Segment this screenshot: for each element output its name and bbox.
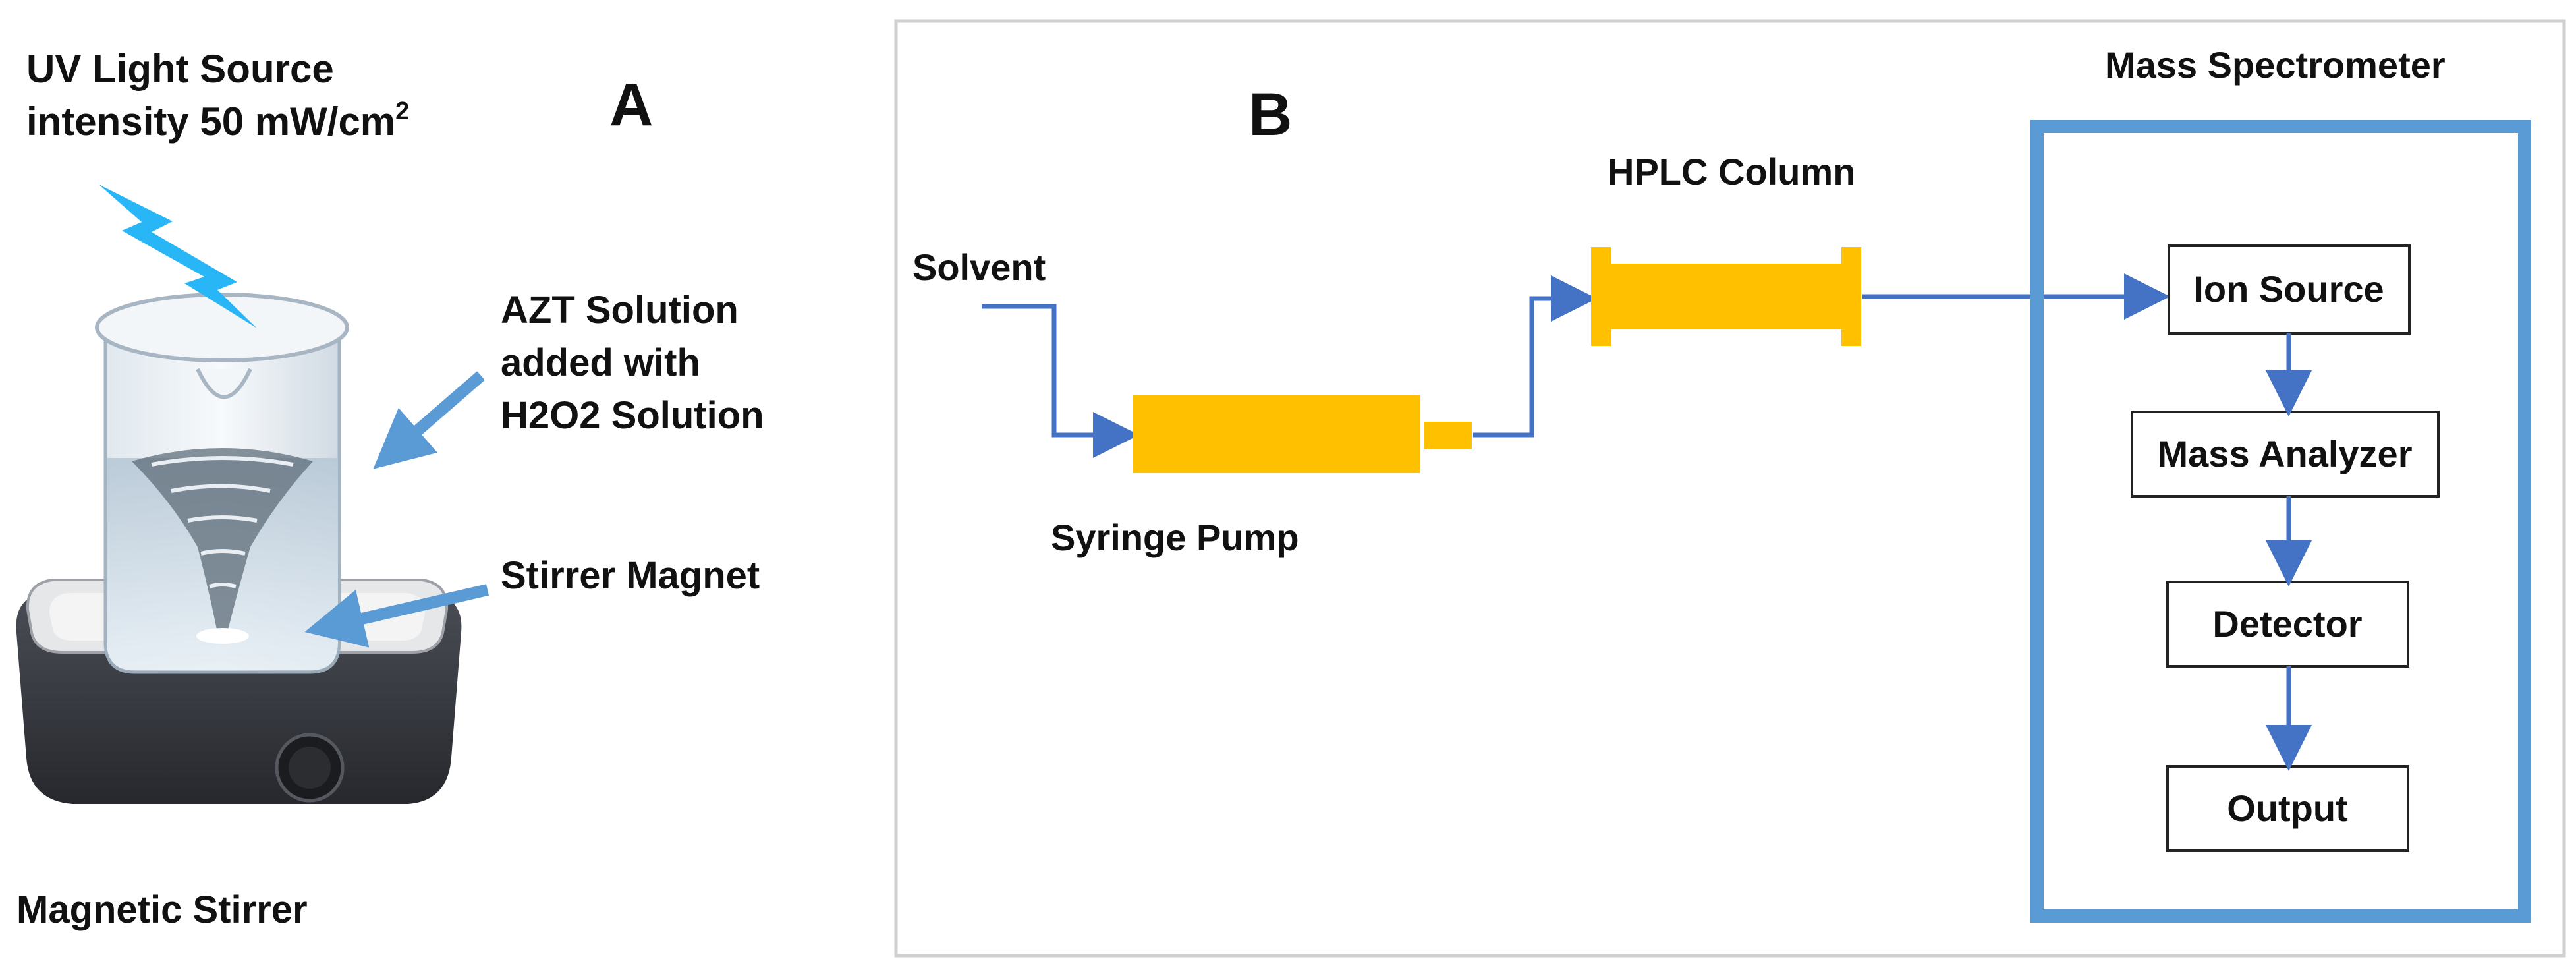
ion-source-box bbox=[2168, 244, 2411, 335]
azt-label-line3: H2O2 Solution bbox=[501, 394, 764, 437]
panel-a: UV Light Source intensity 50 mW/cm2 A AZ… bbox=[16, 47, 764, 931]
pump-to-column-arrow bbox=[1473, 275, 1597, 438]
hplc-column-cap-right bbox=[1841, 247, 1861, 346]
hplc-column bbox=[1611, 264, 1841, 329]
output-box bbox=[2166, 765, 2409, 852]
panel-b-frame bbox=[894, 19, 2566, 958]
detector-label: Detector bbox=[2212, 603, 2362, 644]
mass-spectrometer-title: Mass Spectrometer bbox=[2105, 44, 2446, 86]
magnetic-stirrer-label: Magnetic Stirrer bbox=[16, 888, 308, 931]
ion-source-label: Ion Source bbox=[2193, 268, 2384, 310]
lightning-icon bbox=[99, 185, 257, 328]
azt-arrow bbox=[373, 371, 485, 469]
beaker-illustration bbox=[95, 293, 349, 674]
magnet-arrow bbox=[304, 584, 490, 648]
stirrer-bar-icon bbox=[196, 628, 249, 644]
azt-label-line2: added with bbox=[501, 341, 700, 384]
syringe-pump bbox=[1133, 395, 1420, 473]
uv-source-label-line1: UV Light Source bbox=[26, 47, 334, 91]
panel-b-letter: B bbox=[1248, 81, 1292, 148]
detector-box bbox=[2166, 581, 2409, 668]
uv-source-label-line2: intensity 50 mW/cm2 bbox=[26, 98, 409, 144]
solvent-label: Solvent bbox=[912, 246, 1046, 288]
syringe-pump-nozzle bbox=[1424, 422, 1472, 449]
mass-analyzer-box bbox=[2131, 411, 2440, 498]
hplc-column-cap-left bbox=[1591, 247, 1611, 346]
mass-spectrometer-box bbox=[2030, 120, 2531, 923]
panel-b: B Solvent Syringe Pump HPLC Column Mass … bbox=[894, 19, 2566, 958]
azt-label-line1: AZT Solution bbox=[501, 289, 739, 331]
output-label: Output bbox=[2227, 787, 2347, 829]
syringe-pump-label: Syringe Pump bbox=[1051, 517, 1299, 558]
hplc-column-label: HPLC Column bbox=[1608, 151, 1855, 192]
solvent-to-pump-arrow bbox=[982, 304, 1139, 458]
stirrer-magnet-label: Stirrer Magnet bbox=[501, 554, 760, 597]
mass-analyzer-label: Mass Analyzer bbox=[2158, 433, 2413, 474]
panel-a-letter: A bbox=[609, 71, 653, 138]
